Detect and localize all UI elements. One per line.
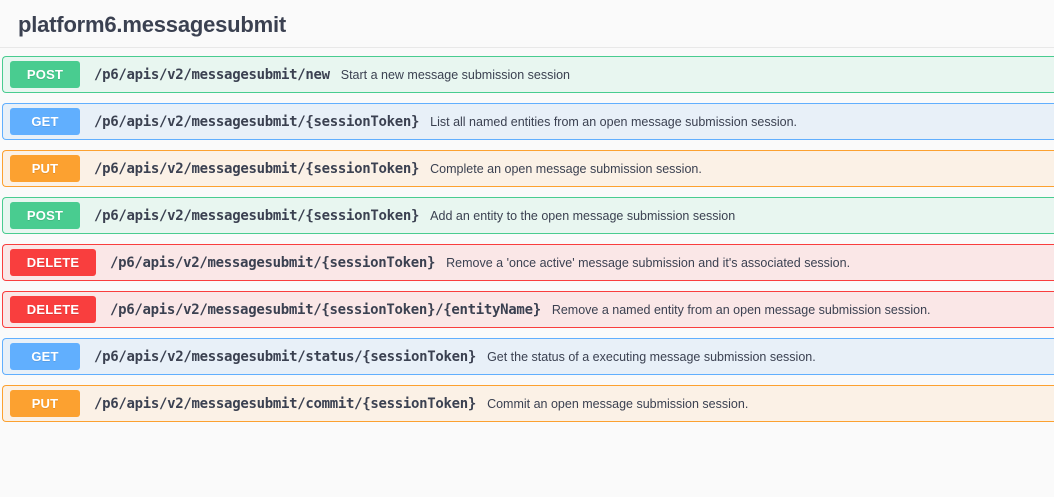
operation-row[interactable]: DELETE/p6/apis/v2/messagesubmit/{session… <box>2 291 1054 328</box>
http-method-badge-delete: DELETE <box>10 249 96 276</box>
operation-description: Start a new message submission session <box>330 68 1054 82</box>
http-method-badge-get: GET <box>10 108 80 135</box>
operation-path: /p6/apis/v2/messagesubmit/status/{sessio… <box>80 349 476 365</box>
operation-row[interactable]: GET/p6/apis/v2/messagesubmit/status/{ses… <box>2 338 1054 375</box>
operation-row[interactable]: POST/p6/apis/v2/messagesubmit/newStart a… <box>2 56 1054 93</box>
operation-row[interactable]: POST/p6/apis/v2/messagesubmit/{sessionTo… <box>2 197 1054 234</box>
http-method-badge-delete: DELETE <box>10 296 96 323</box>
http-method-badge-put: PUT <box>10 390 80 417</box>
operation-path: /p6/apis/v2/messagesubmit/commit/{sessio… <box>80 396 476 412</box>
operation-description: Get the status of a executing message su… <box>476 350 1054 364</box>
http-method-badge-get: GET <box>10 343 80 370</box>
operation-row[interactable]: DELETE/p6/apis/v2/messagesubmit/{session… <box>2 244 1054 281</box>
http-method-badge-post: POST <box>10 61 80 88</box>
operation-description: Add an entity to the open message submis… <box>419 209 1054 223</box>
operation-path: /p6/apis/v2/messagesubmit/{sessionToken} <box>96 255 435 271</box>
operation-description: List all named entities from an open mes… <box>419 115 1054 129</box>
operation-path: /p6/apis/v2/messagesubmit/{sessionToken} <box>80 114 419 130</box>
http-method-badge-put: PUT <box>10 155 80 182</box>
operation-row[interactable]: PUT/p6/apis/v2/messagesubmit/{sessionTok… <box>2 150 1054 187</box>
operation-path: /p6/apis/v2/messagesubmit/new <box>80 67 330 83</box>
operation-path: /p6/apis/v2/messagesubmit/{sessionToken} <box>80 161 419 177</box>
http-method-badge-post: POST <box>10 202 80 229</box>
operation-row[interactable]: PUT/p6/apis/v2/messagesubmit/commit/{ses… <box>2 385 1054 422</box>
operation-description: Remove a 'once active' message submissio… <box>435 256 1054 270</box>
tag-header: platform6.messagesubmit <box>0 0 1054 48</box>
operation-description: Complete an open message submission sess… <box>419 162 1054 176</box>
operation-description: Remove a named entity from an open messa… <box>541 303 1054 317</box>
operation-path: /p6/apis/v2/messagesubmit/{sessionToken} <box>80 208 419 224</box>
operation-row[interactable]: GET/p6/apis/v2/messagesubmit/{sessionTok… <box>2 103 1054 140</box>
page-title[interactable]: platform6.messagesubmit <box>18 12 1054 38</box>
operation-path: /p6/apis/v2/messagesubmit/{sessionToken}… <box>96 302 541 318</box>
operation-list: POST/p6/apis/v2/messagesubmit/newStart a… <box>0 56 1054 422</box>
operation-description: Commit an open message submission sessio… <box>476 397 1054 411</box>
